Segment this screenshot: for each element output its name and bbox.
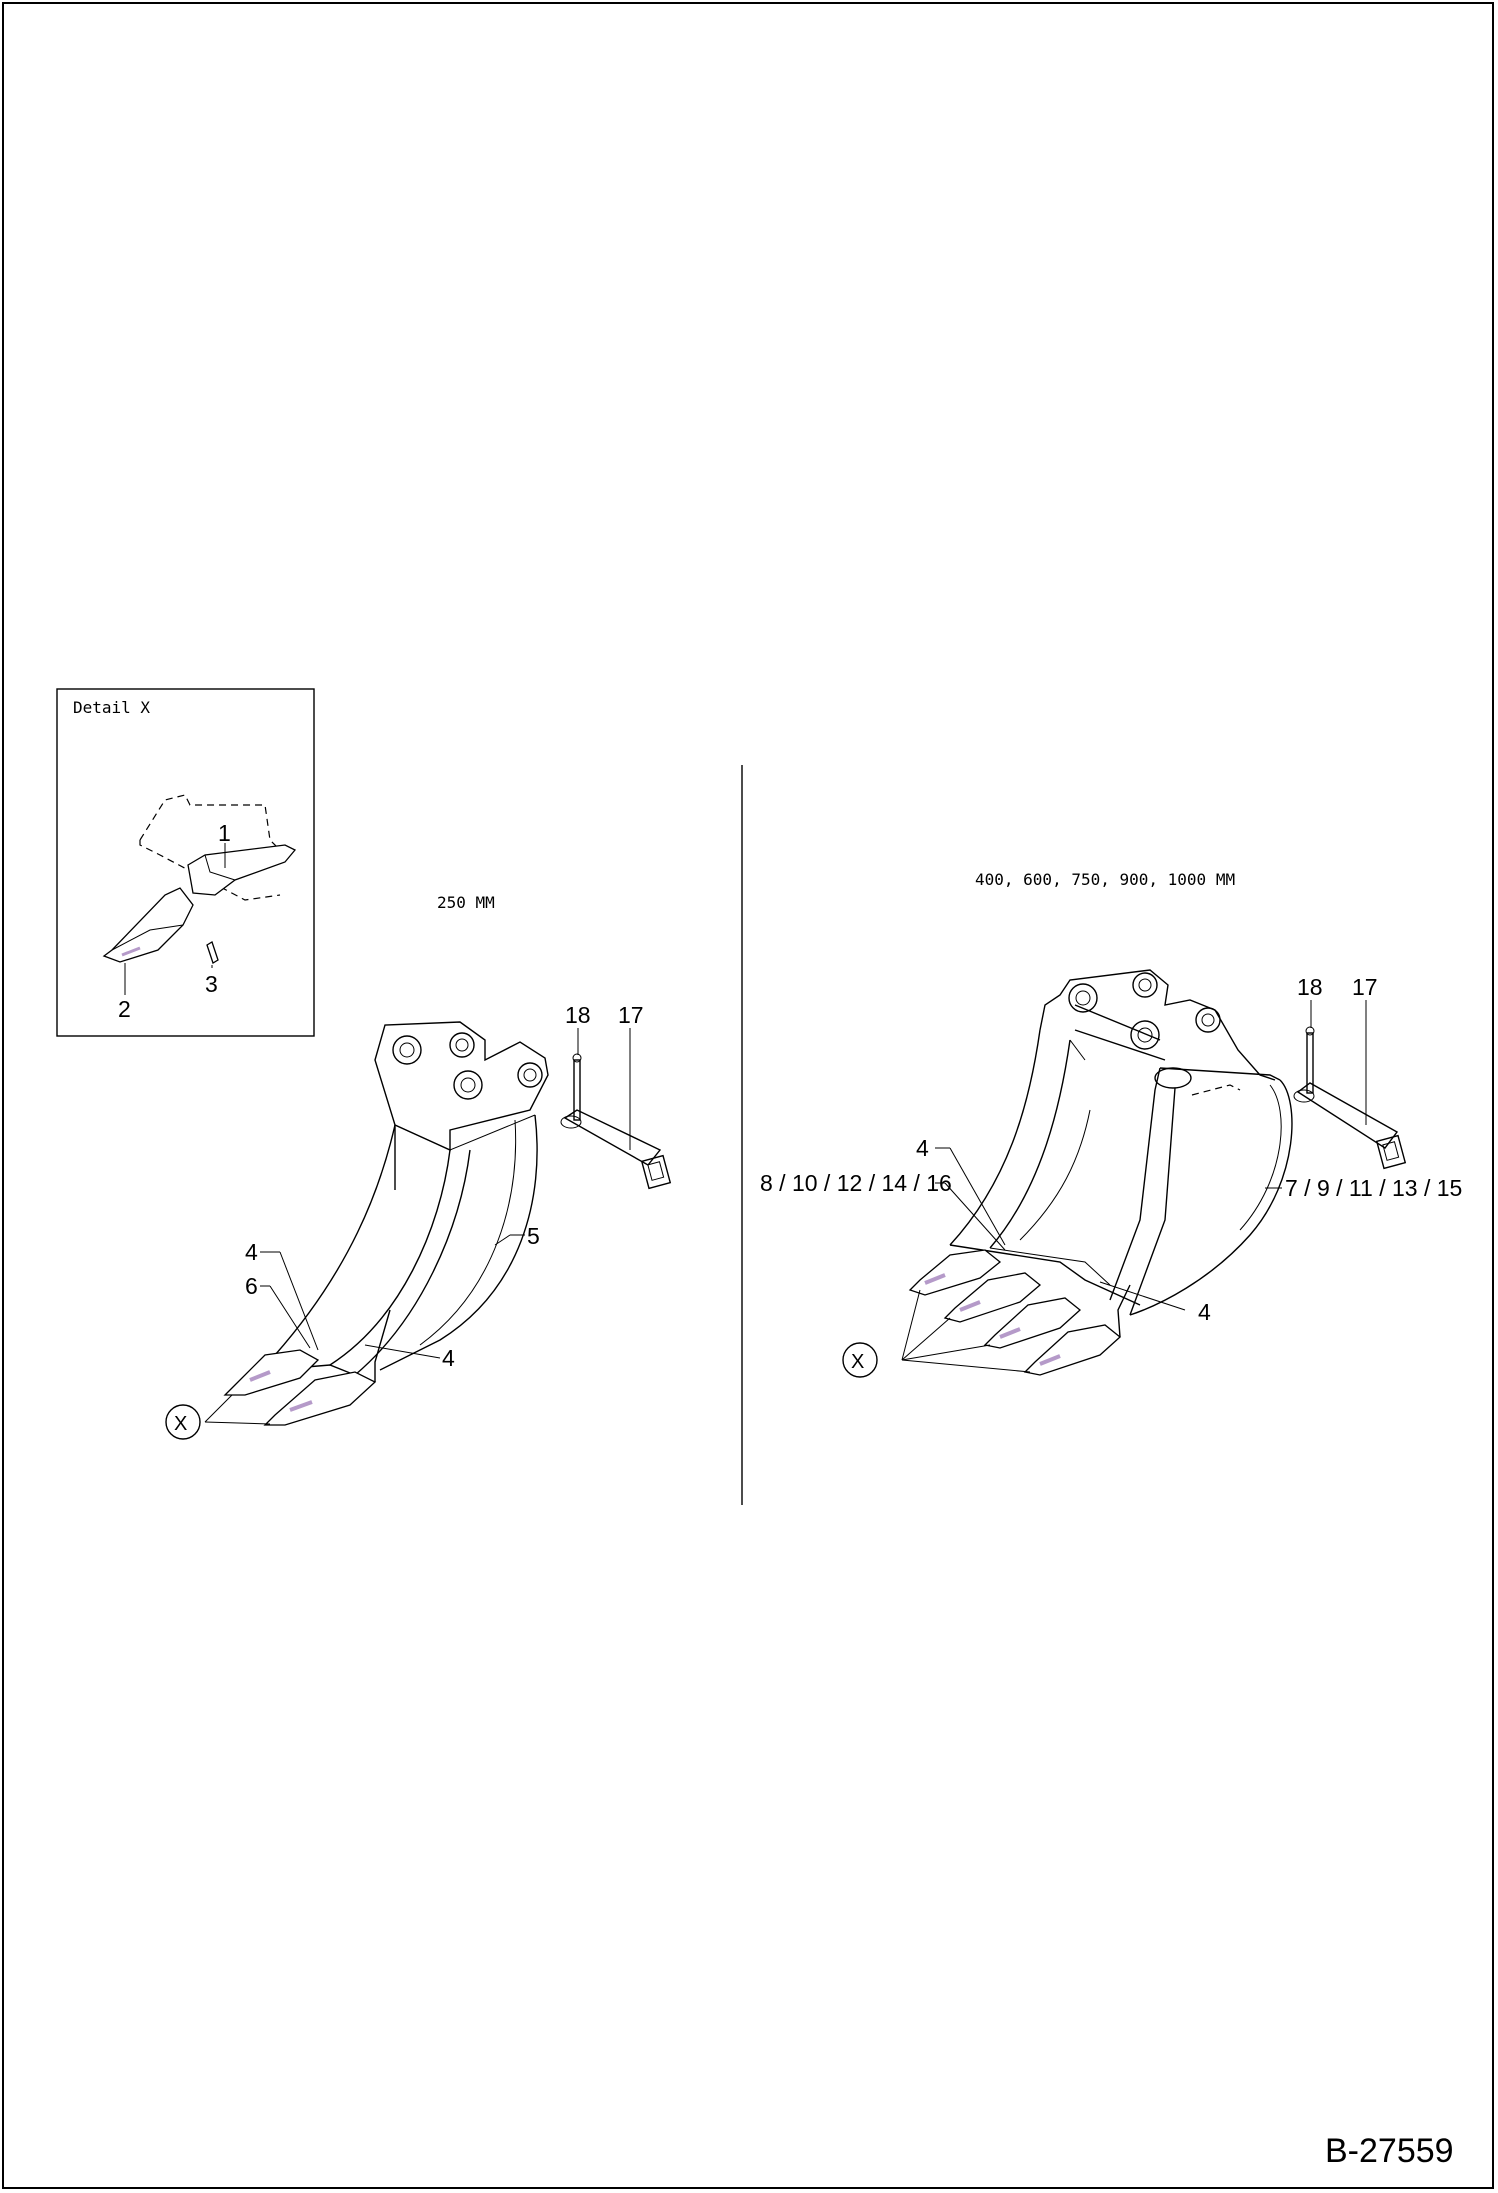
left-tooth-lower [263,1371,377,1426]
detail-lip-outline [139,794,281,901]
right-detail-x-ref: X [851,1351,864,1373]
left-detail-x-ref: X [174,1413,187,1435]
right-callout-17: 17 [1352,974,1378,1000]
right-view: 400, 600, 750, 900, 1000 MM [760,870,1462,1378]
right-tooth-4 [1023,1324,1122,1376]
detail-x-title: Detail X [73,698,150,717]
right-pin-assembly [1293,1026,1407,1170]
left-callout-17: 17 [618,1002,644,1028]
left-tooth-upper [223,1349,320,1396]
left-size-caption: 250 MM [437,893,495,912]
right-tooth-3 [983,1297,1082,1349]
right-lock-pin [1306,1032,1314,1094]
left-main-pin [563,1109,662,1166]
detail-retainer-pin [206,941,219,964]
left-lock-pin [573,1059,581,1121]
right-callout-4-top: 4 [916,1135,929,1161]
right-callout-side-cutters: 8 / 10 / 12 / 14 / 16 [760,1170,952,1196]
left-callout-4-bottom: 4 [442,1345,455,1371]
detail-tooth [102,887,194,963]
document-id: B-27559 [1325,2132,1454,2170]
right-tooth-1 [908,1249,1002,1296]
left-pin-assembly [560,1053,672,1190]
left-callout-5: 5 [527,1223,540,1249]
right-callout-bucket: 7 / 9 / 11 / 13 / 15 [1285,1175,1462,1201]
right-callout-4-bottom: 4 [1198,1299,1211,1325]
detail-x-frame [56,688,315,1037]
detail-x-panel: Detail X 1 2 3 [56,688,315,1037]
callout-2: 2 [118,996,131,1022]
callout-1: 1 [218,820,231,846]
left-detail-x-bubble [165,1404,201,1440]
right-main-pin [1296,1082,1399,1149]
right-size-caption: 400, 600, 750, 900, 1000 MM [975,870,1235,889]
callout-3: 3 [205,971,218,997]
detail-adapter [187,844,297,896]
right-tooth-2 [943,1272,1042,1323]
left-callout-18: 18 [565,1002,591,1028]
right-callout-18: 18 [1297,974,1323,1000]
right-detail-x-bubble [842,1342,878,1378]
left-callout-6: 6 [245,1273,258,1299]
narrow-bucket [223,1021,549,1426]
left-view: 250 MM [165,893,672,1440]
wide-bucket [908,969,1293,1376]
left-callout-4-top: 4 [245,1239,258,1265]
